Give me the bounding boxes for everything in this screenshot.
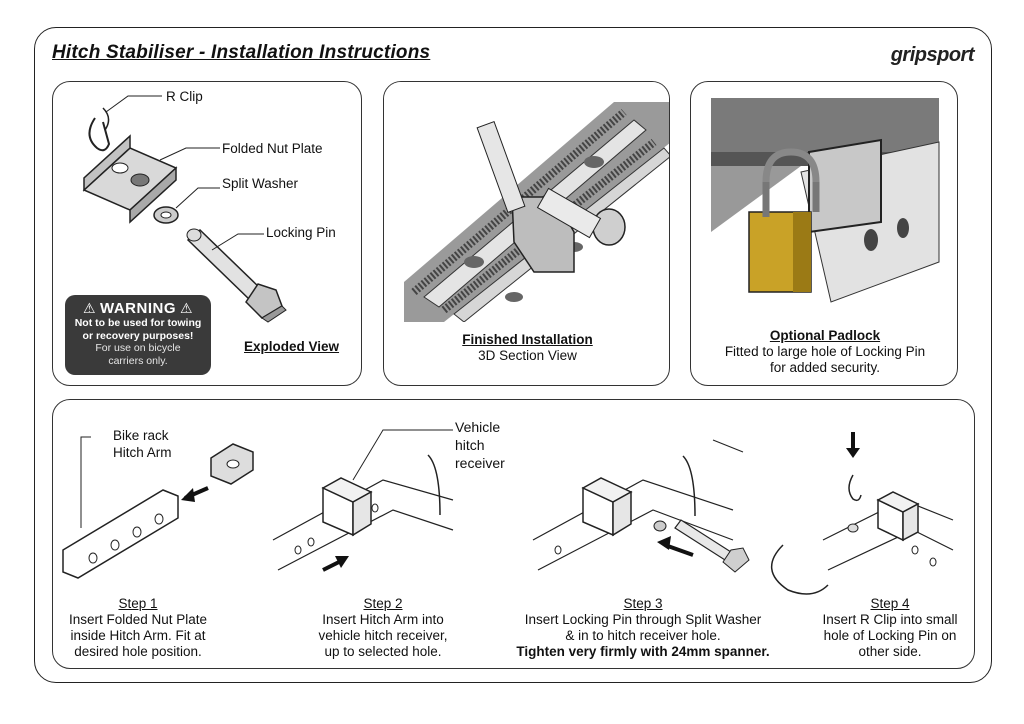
step2-receiver-drawing (272, 429, 454, 572)
r-clip-part (88, 117, 111, 152)
warning-line-4: carriers only. (108, 354, 168, 367)
step1-line-3: desired hole position. (74, 644, 202, 659)
locking-pin-label: Locking Pin (266, 225, 336, 240)
step2-title: Step 2 (363, 596, 403, 611)
step4-line-2: hole of Locking Pin on (823, 628, 957, 643)
warning-box: ⚠WARNING⚠ Not to be used for towing or r… (65, 295, 211, 375)
step1-title: Step 1 (118, 596, 158, 611)
step3-title: Step 3 (623, 596, 663, 611)
step1-hitch-arm-drawing (62, 436, 254, 579)
optional-padlock-panel: Optional Padlock Fitted to large hole of… (690, 81, 958, 386)
step4-r-clip-drawing (822, 432, 954, 571)
padlock-line-2: for added security. (769, 360, 881, 375)
split-washer-label: Split Washer (222, 176, 299, 191)
warning-triangle-icon: ⚠ (82, 300, 96, 316)
hitch-arm-label: Hitch Arm (113, 445, 172, 460)
step4-title: Step 4 (870, 596, 910, 611)
section-view-illustration (384, 82, 669, 322)
bike-rack-hitch-arm-label: Bike rack Hitch Arm (113, 427, 172, 461)
instruction-sheet-border (34, 27, 992, 683)
step3-locking-pin-drawing (532, 439, 829, 595)
step2-line-2: vehicle hitch receiver, (318, 628, 448, 643)
bike-rack-label: Bike rack (113, 428, 169, 443)
finished-installation-panel: Finished Installation 3D Section View (383, 81, 670, 386)
padlock-illustration (711, 98, 940, 303)
step4-line-3: other side. (858, 644, 922, 659)
receiver-label: receiver (455, 455, 505, 471)
step3-line-1: Insert Locking Pin through Split Washer (524, 612, 762, 627)
step3-line-3: Tighten very firmly with 24mm spanner. (516, 644, 770, 659)
steps-panel: Bike rack Hitch Arm Vehicle hitch receiv… (52, 399, 975, 669)
step2-line-3: up to selected hole. (324, 644, 442, 659)
page-title: Hitch Stabiliser - Installation Instruct… (52, 42, 431, 63)
step1-line-1: Insert Folded Nut Plate (68, 612, 208, 627)
brand-logo: gripsport (890, 44, 975, 66)
padlock-caption: Optional Padlock Fitted to large hole of… (691, 328, 957, 376)
step4-caption: Step 4 Insert R Clip into small hole of … (805, 596, 974, 660)
exploded-view-caption: Exploded View (244, 339, 340, 354)
finished-installation-caption: Finished Installation 3D Section View (384, 332, 669, 364)
folded-nut-plate-label: Folded Nut Plate (222, 141, 323, 156)
steps-illustration (62, 429, 954, 595)
warning-line-3: For use on bicycle (95, 342, 181, 354)
padlock-title: Optional Padlock (769, 328, 881, 343)
finished-installation-title: Finished Installation (462, 332, 593, 347)
warning-title-row: ⚠WARNING⚠ (65, 300, 211, 317)
warning-line-1: Not to be used for towing (74, 317, 202, 329)
step2-line-1: Insert Hitch Arm into (322, 612, 444, 627)
vehicle-label: Vehicle (455, 419, 501, 435)
finished-installation-subtitle: 3D Section View (478, 348, 577, 363)
hitch-label: hitch (455, 437, 485, 453)
step3-caption: Step 3 Insert Locking Pin through Split … (503, 596, 783, 660)
folded-nut-plate-part (82, 134, 178, 224)
step1-line-2: inside Hitch Arm. Fit at (70, 628, 206, 643)
padlock-line-1: Fitted to large hole of Locking Pin (724, 344, 926, 359)
r-clip-label: R Clip (166, 89, 203, 104)
warning-triangle-icon: ⚠ (180, 300, 194, 316)
vehicle-hitch-receiver-label: Vehicle hitch receiver (455, 418, 505, 472)
step2-caption: Step 2 Insert Hitch Arm into vehicle hit… (293, 596, 473, 660)
step4-line-1: Insert R Clip into small (822, 612, 958, 627)
step3-line-2: & in to hitch receiver hole. (565, 628, 721, 643)
step1-caption: Step 1 Insert Folded Nut Plate inside Hi… (53, 596, 223, 660)
locking-pin-part (186, 228, 287, 323)
warning-title: WARNING (100, 300, 176, 317)
warning-line-2: or recovery purposes! (82, 329, 194, 342)
